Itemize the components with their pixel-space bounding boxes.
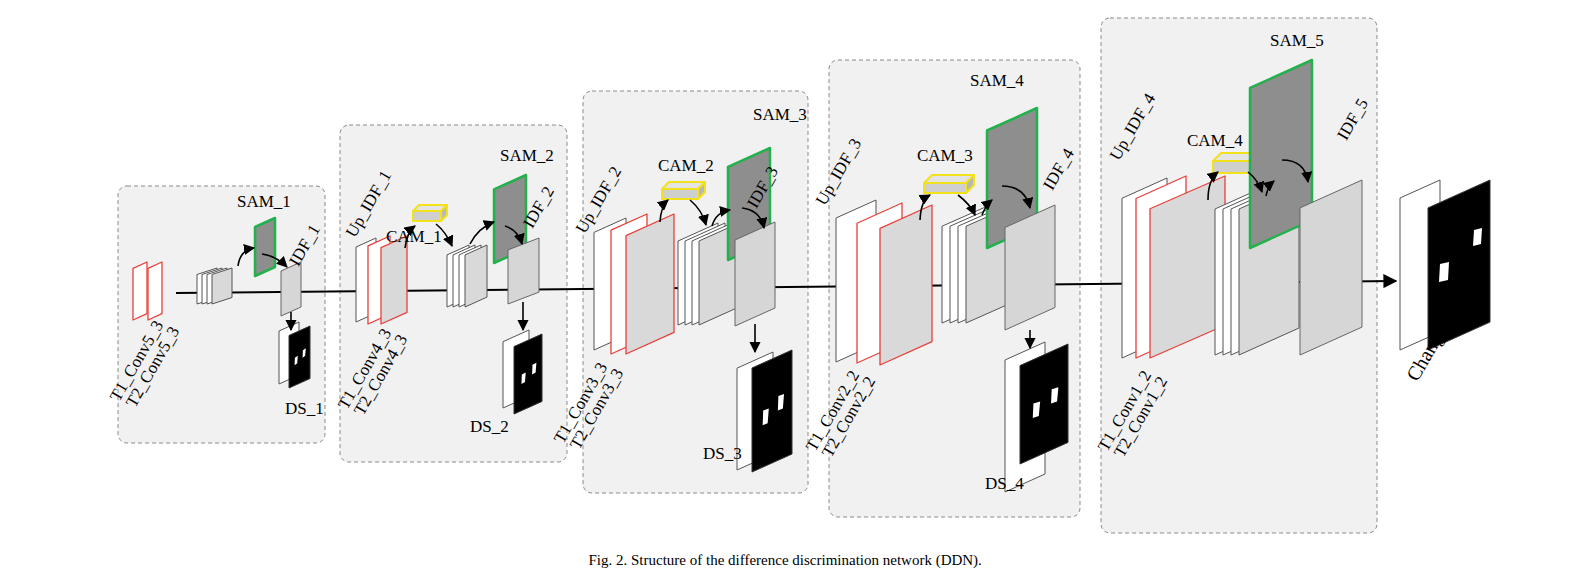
feature-map [1005,205,1055,330]
change-mask [514,334,542,414]
layer-label: SAM_4 [970,72,1024,91]
change-mask [1020,344,1068,464]
cam-face [662,189,698,199]
layer-label: SAM_1 [237,193,291,212]
flow-arrow [1282,160,1308,182]
flow-arrow [522,302,524,330]
layer-label: CAM_1 [386,228,442,247]
channel-attention-block [662,182,705,199]
flow-arrow [920,195,930,220]
layer-label: SAM_2 [500,147,554,166]
layer-label: DS_1 [285,400,324,419]
flow-arrow [238,248,254,266]
change-region [778,394,784,411]
channel-attention-block [413,205,447,221]
change-region [521,372,525,384]
cam-face [413,211,441,221]
layer-label: CAM_4 [1187,132,1243,151]
flow-arrow [470,222,494,244]
channel-attention-block [924,175,974,193]
flow-arrow [712,210,730,226]
flow-arrow [1266,181,1274,196]
input-feature [133,262,147,320]
change-region [1033,402,1040,418]
flow-arrow [290,312,292,330]
change-region [1473,228,1482,246]
change-region [303,348,306,357]
stage-panel [1101,18,1377,533]
input-feature [626,214,674,354]
change-region [1051,387,1058,403]
flow-arrow [958,195,975,215]
cam-face [698,182,705,199]
layer-label: DS_4 [985,475,1024,494]
layer-label: DS_2 [470,418,509,437]
feature-map [465,245,487,307]
flow-arrow [982,200,992,215]
stage-panel [118,186,325,443]
stage-panel [583,91,808,493]
flow-arrow [505,226,522,244]
spatial-attention-map [255,218,275,276]
flow-arrow [1002,186,1030,208]
figure-caption: Fig. 2. Structure of the difference disc… [589,552,982,569]
feature-map [281,262,301,316]
feature-map [212,268,232,304]
layer-label: CAM_2 [658,157,714,176]
drawing [118,18,1490,533]
change-region [532,363,536,375]
flow-arrow [1208,172,1218,200]
flow-arrow [1248,172,1262,192]
feature-map [1300,180,1362,355]
feature-map [735,222,775,326]
change-region [295,356,298,365]
input-feature [1150,176,1225,358]
flow-arrow [660,200,668,222]
input-feature [148,262,162,320]
input-feature [880,205,932,365]
cam-face [441,205,447,221]
layer-label: DS_3 [703,445,742,464]
feature-map [508,238,539,304]
layer-label: SAM_3 [753,106,807,125]
change-region [763,409,769,426]
cam-face [966,175,974,193]
flow-arrow [754,324,756,352]
cam-face [924,183,966,193]
stage-panel [340,125,567,462]
flow-arrow [1029,330,1031,348]
flow-arrow [262,254,287,267]
layer-label: SAM_5 [1270,32,1324,51]
stage-panel [829,60,1080,517]
input-feature [381,236,407,324]
change-mask [752,350,792,472]
flow-arrow [690,200,706,225]
change-region [1439,262,1449,282]
layer-label: CAM_3 [917,147,973,166]
change-mask [289,326,310,388]
flow-arrow [742,208,764,228]
